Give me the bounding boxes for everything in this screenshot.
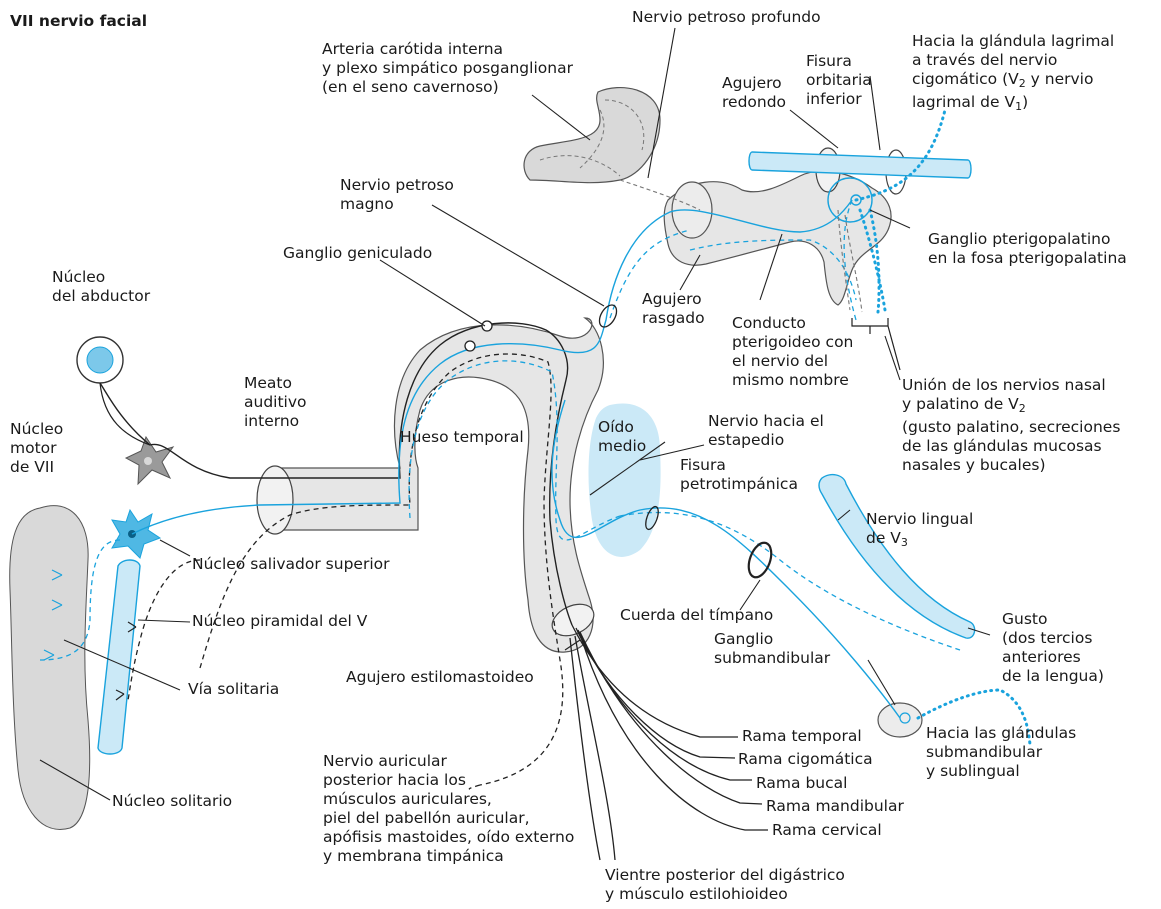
label-union-nervios: Unión de los nervios nasal y palatino de… [902, 376, 1120, 475]
label-via-solitaria: Vía solitaria [188, 680, 279, 699]
label-arteria-carotida: Arteria carótida interna y plexo simpáti… [322, 40, 573, 97]
label-glandula-lagrimal: Hacia la glándula lagrimal a través del … [912, 32, 1114, 116]
label-agujero-redondo: Agujero redondo [722, 74, 786, 112]
nervio-lingual-tube [819, 475, 975, 639]
label-nucleo-abductor: Núcleo del abductor [52, 268, 150, 306]
label-nucleo-piramidal: Núcleo piramidal del V [192, 612, 367, 631]
label-nervio-petroso-magno: Nervio petroso magno [340, 176, 454, 214]
label-union-nervios-sub: 2 [1019, 402, 1026, 415]
label-nervio-estapedio: Nervio hacia el estapedio [708, 412, 824, 450]
union-nervios-bracket [852, 318, 900, 370]
label-conducto-pterigoideo: Conducto pterigoideo con el nervio del m… [732, 314, 853, 390]
label-ganglio-geniculado: Ganglio geniculado [283, 244, 432, 263]
label-meato-auditivo: Meato auditivo interno [244, 374, 307, 431]
ganglio-geniculado-marker [482, 321, 492, 331]
label-glandula-lagrimal-b: y nervio [1026, 70, 1094, 88]
label-nervio-lingual-sub: 3 [901, 536, 908, 549]
label-oido-medio: Oído medio [598, 418, 646, 456]
label-nervio-lingual: Nervio lingual de V3 [866, 510, 973, 552]
label-rama-bucal: Rama bucal [756, 774, 847, 793]
hueso-temporal-shape [280, 318, 603, 652]
label-glandula-lagrimal-d: ) [1022, 93, 1028, 111]
label-rama-cigomatica: Rama cigomática [738, 750, 873, 769]
label-glandula-lagrimal-sub2: 2 [1019, 77, 1026, 90]
label-fisura-orbitaria: Fisura orbitaria inferior [806, 52, 872, 109]
nucleo-solitario-shape [10, 506, 90, 830]
label-nucleo-salivador: Núcleo salivador superior [192, 555, 389, 574]
label-gusto: Gusto (dos tercios anteriores de la leng… [1002, 610, 1104, 686]
label-rama-temporal: Rama temporal [742, 727, 862, 746]
arteria-carotida-shape [524, 88, 660, 183]
nucleo-abductor-core [87, 347, 113, 373]
label-union-nervios-b: (gusto palatino, secreciones de las glán… [902, 418, 1120, 474]
label-glandulas-submandibular: Hacia las glándulas submandibular y subl… [926, 724, 1076, 781]
ganglio-geniculado-marker-2 [465, 341, 475, 351]
label-nervio-petroso-profundo: Nervio petroso profundo [632, 8, 821, 27]
label-fisura-petrotimpanica: Fisura petrotimpánica [680, 456, 798, 494]
label-ganglio-pterigopalatino: Ganglio pterigopalatino en la fosa pteri… [928, 230, 1127, 268]
label-agujero-estilomastoideo: Agujero estilomastoideo [346, 668, 534, 687]
label-cuerda-timpano: Cuerda del tímpano [620, 606, 773, 625]
nucleo-motor-nucleus [144, 457, 152, 465]
nervio-v2-tube [749, 152, 971, 178]
diagram-title: VII nervio facial [10, 12, 147, 30]
label-hueso-temporal: Hueso temporal [400, 428, 524, 447]
label-rama-cervical: Rama cervical [772, 821, 882, 840]
label-ganglio-submandibular: Ganglio submandibular [714, 630, 830, 668]
label-nucleo-motor: Núcleo motor de VII [10, 420, 63, 477]
label-vientre-digastrico: Vientre posterior del digástrico y múscu… [605, 866, 845, 904]
label-agujero-rasgado: Agujero rasgado [642, 290, 705, 328]
abductor-loop [100, 383, 150, 445]
label-glandula-lagrimal-sub1: 1 [1015, 100, 1022, 113]
label-nervio-lingual-text: Nervio lingual de V [866, 510, 973, 547]
label-union-nervios-a: Unión de los nervios nasal y palatino de… [902, 376, 1106, 413]
label-rama-mandibular: Rama mandibular [766, 797, 904, 816]
nervio-petroso-ring [596, 302, 620, 330]
label-nucleo-solitario: Núcleo solitario [112, 792, 232, 811]
label-nervio-auricular: Nervio auricular posterior hacia los mús… [323, 752, 574, 866]
label-glandula-lagrimal-c: lagrimal de V [912, 93, 1015, 111]
